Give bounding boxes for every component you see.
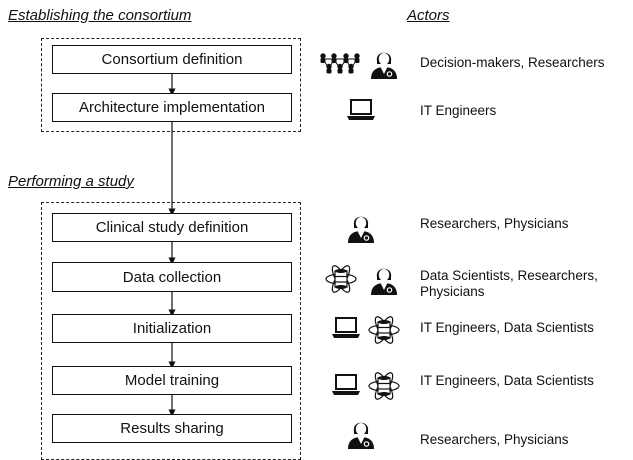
actors-results-sharing: Researchers, Physicians xyxy=(420,432,569,447)
step-model-training: Model training xyxy=(52,366,292,395)
laptop-icon xyxy=(332,317,360,338)
researcher-icon xyxy=(348,422,374,449)
step-initialization: Initialization xyxy=(52,314,292,343)
actors-clinical-study-definition: Researchers, Physicians xyxy=(420,216,569,231)
study-section-title: Performing a study xyxy=(8,173,134,190)
people-network-icon xyxy=(320,53,360,74)
step-consortium-definition: Consortium definition xyxy=(52,45,292,74)
step-results-sharing: Results sharing xyxy=(52,414,292,443)
actors-consortium-definition: Decision-makers, Researchers xyxy=(420,55,605,70)
actors-initialization: IT Engineers, Data Scientists xyxy=(420,320,594,335)
laptop-icon xyxy=(332,374,360,395)
researcher-icon xyxy=(371,268,397,295)
step-architecture-implementation: Architecture implementation xyxy=(52,93,292,122)
step-clinical-study-definition: Clinical study definition xyxy=(52,213,292,242)
actors-architecture-implementation: IT Engineers xyxy=(420,103,497,118)
consortium-group-frame xyxy=(41,38,301,132)
data-atom-icon xyxy=(368,372,400,400)
step-data-collection: Data collection xyxy=(52,262,292,292)
researcher-icon xyxy=(348,216,374,243)
data-atom-icon xyxy=(368,316,400,344)
actors-model-training: IT Engineers, Data Scientists xyxy=(420,373,594,388)
data-atom-icon xyxy=(325,265,357,293)
researcher-icon xyxy=(371,52,397,79)
actors-section-title: Actors xyxy=(407,7,450,24)
consortium-section-title: Establishing the consortium xyxy=(8,7,192,24)
laptop-icon xyxy=(347,99,375,120)
actors-data-collection: Data Scientists, Researchers, Physicians xyxy=(420,268,598,299)
